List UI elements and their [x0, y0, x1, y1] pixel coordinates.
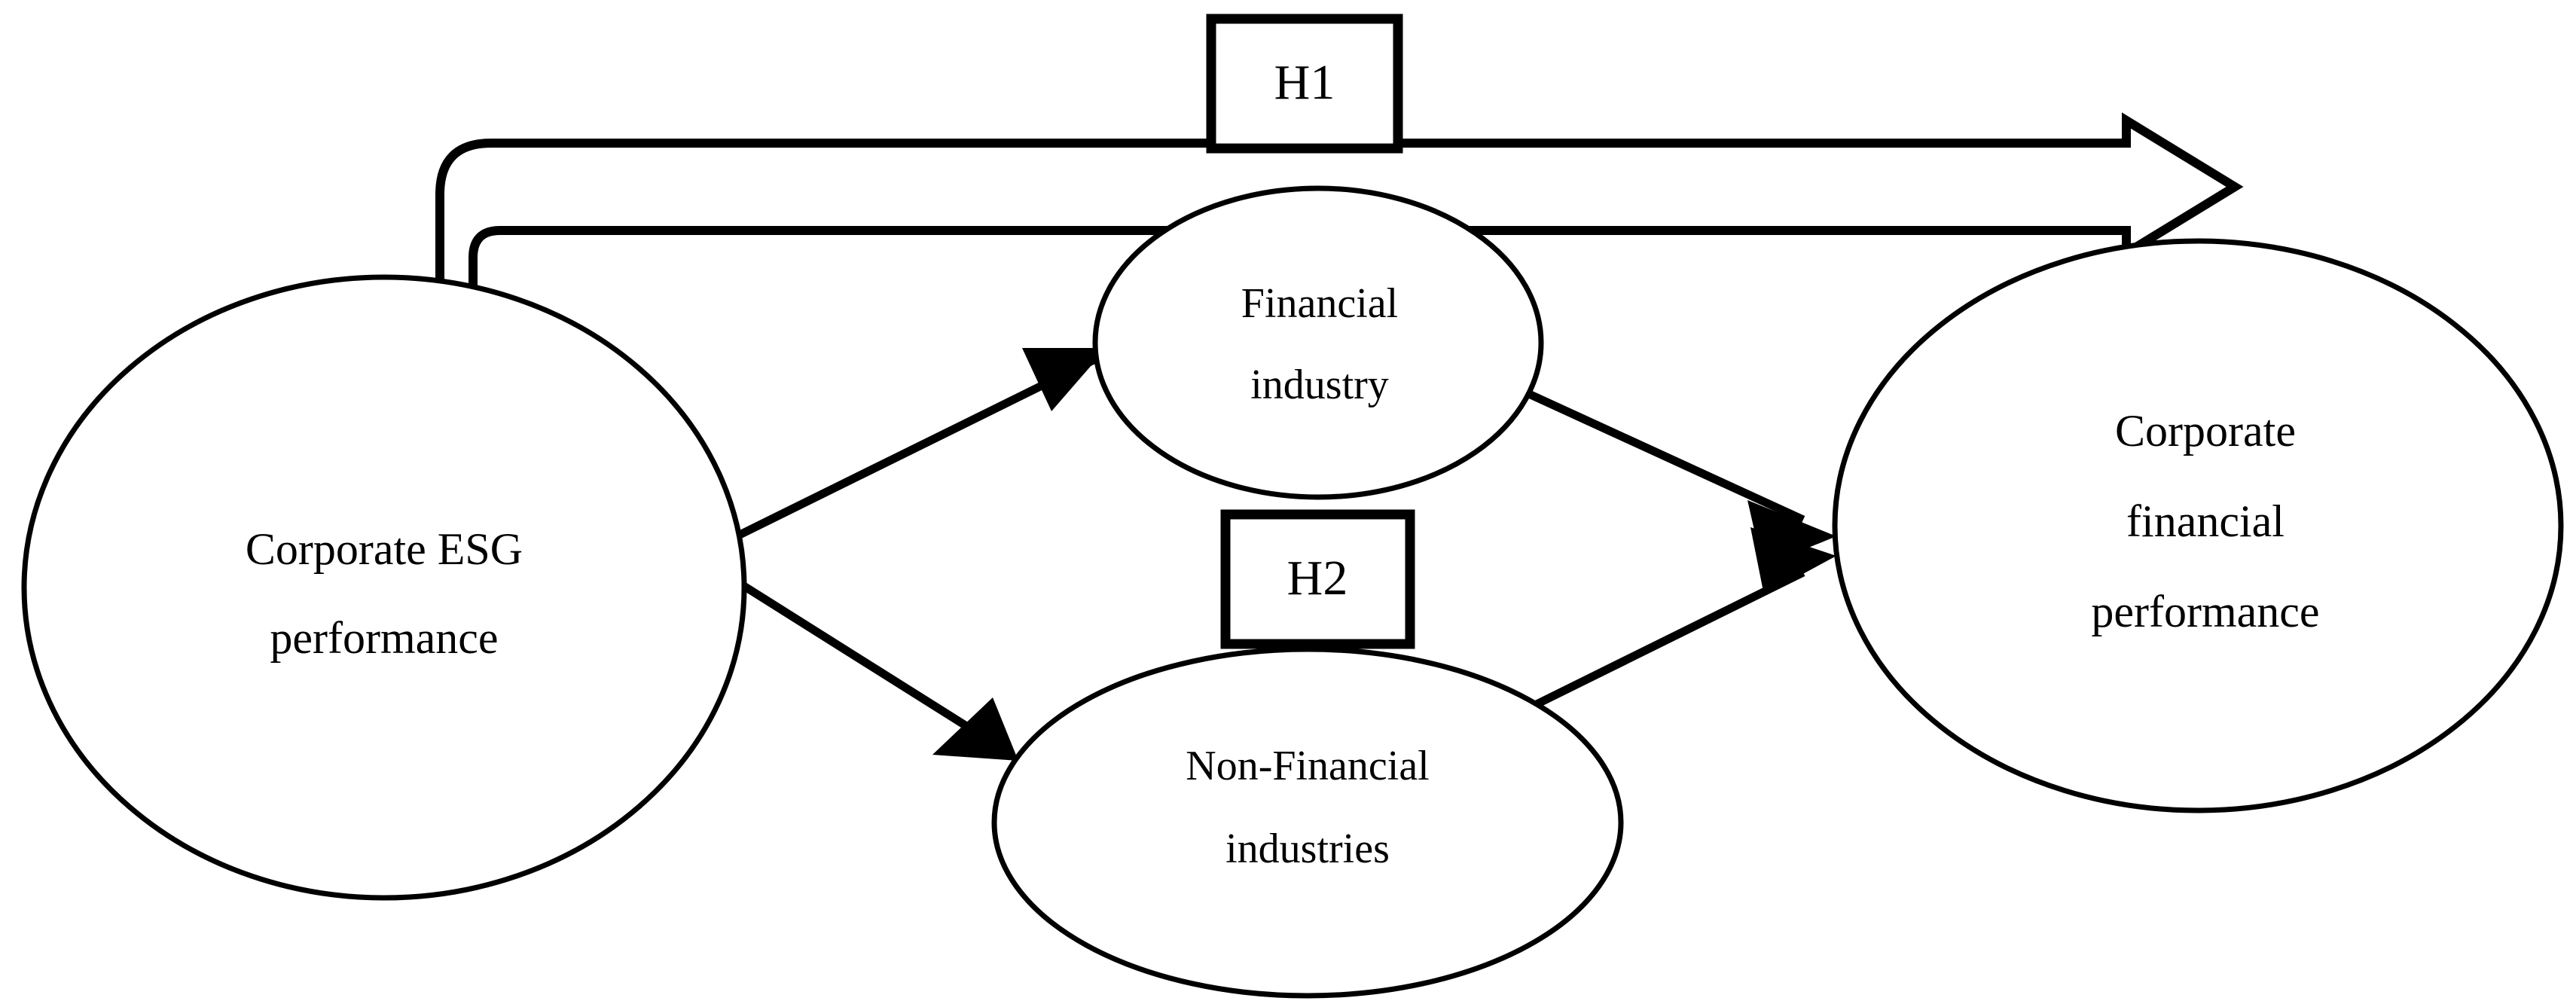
esg-label-line-1: Corporate ESG: [246, 524, 523, 574]
node-financial-industry: Financial industry: [1092, 185, 1544, 500]
non-financial-industries-label-line-1: Non-Financial: [1186, 743, 1429, 789]
esg-nonfinancial-line: [734, 578, 1007, 754]
edge-non-financial-industries-to-cfp: [1534, 527, 1836, 708]
h2-label: H2: [1287, 551, 1348, 606]
financial-cfp-line: [1528, 391, 1805, 523]
esg-financial-line: [734, 356, 1096, 540]
cfp-label-line-2: financial: [2126, 496, 2285, 546]
h1-box-rect: [1206, 14, 1403, 154]
node-non-financial-industries: Non-Financial industries: [991, 646, 1624, 999]
hypothesis-h1-box: H1: [1206, 14, 1403, 154]
nonfinancial-cfp-line: [1534, 569, 1805, 708]
cfp-label-line-1: Corporate: [2115, 406, 2296, 456]
edge-esg-to-non-financial-industries: [734, 578, 1018, 761]
esg-ellipse: [21, 274, 747, 901]
financial-industry-label-line-2: industry: [1250, 362, 1389, 408]
cfp-ellipse: [1832, 238, 2564, 813]
financial-industry-label-line-1: Financial: [1241, 280, 1398, 327]
esg-label-line-2: performance: [270, 613, 498, 663]
esg-financial-arrowhead: [1022, 348, 1106, 411]
h1-label: H1: [1274, 55, 1335, 110]
h2-box-rect: [1220, 509, 1415, 649]
non-financial-industries-ellipse: [991, 646, 1624, 999]
esg-nonfinancial-arrowhead: [932, 697, 1018, 761]
non-financial-industries-label-line-2: industries: [1225, 826, 1390, 872]
hypothesis-h2-box: H2: [1220, 509, 1415, 649]
node-corporate-esg-performance: Corporate ESG performance: [21, 274, 747, 901]
nonfinancial-cfp-arrowhead: [1750, 527, 1836, 595]
financial-industry-ellipse: [1092, 185, 1544, 500]
cfp-label-line-3: performance: [2091, 587, 2319, 636]
node-corporate-financial-performance: Corporate financial performance: [1832, 238, 2564, 813]
edge-esg-to-financial-industry: [734, 348, 1106, 540]
